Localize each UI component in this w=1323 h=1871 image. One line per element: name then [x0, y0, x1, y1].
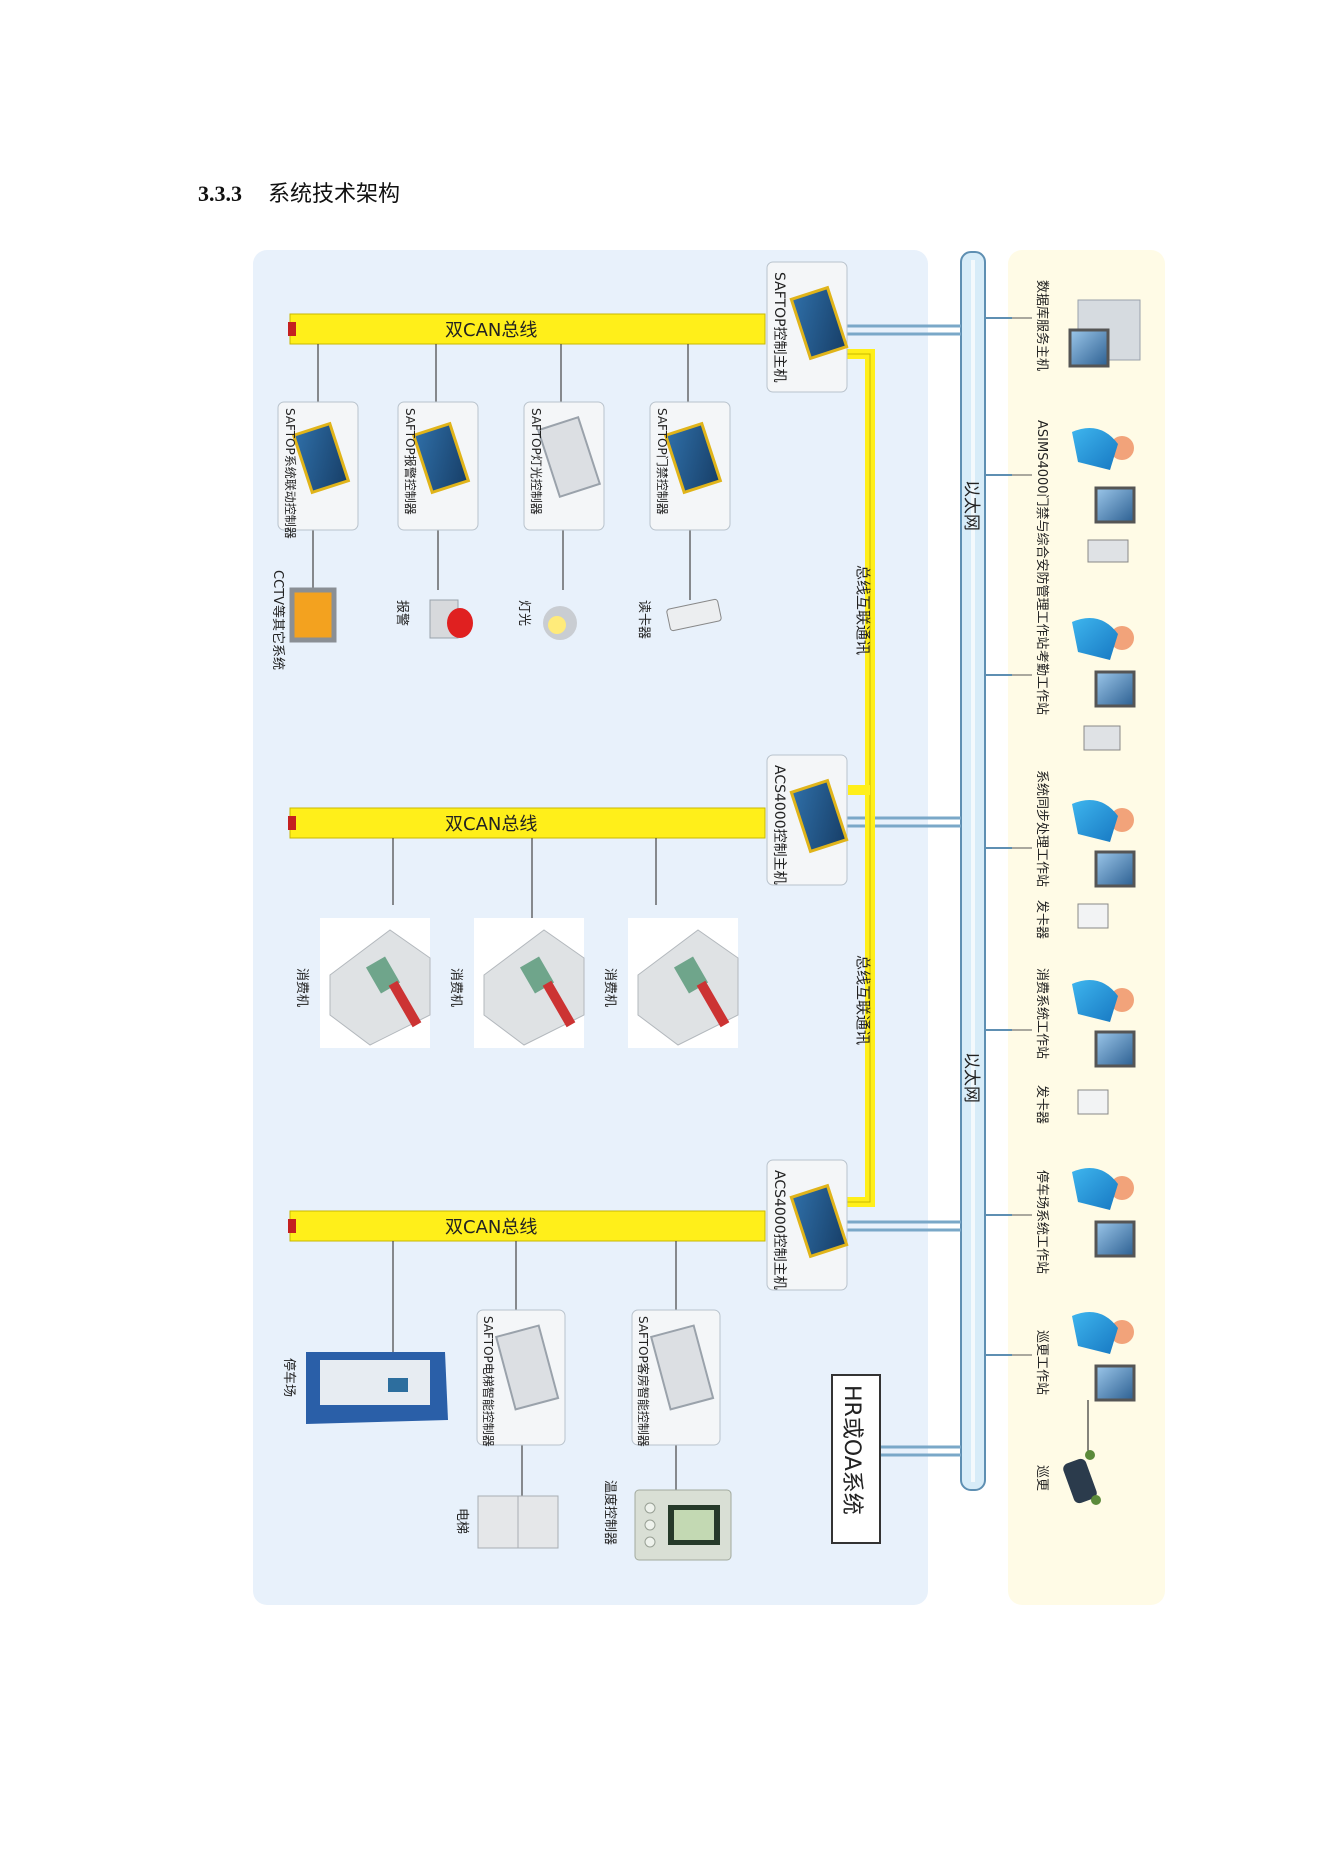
pos-label-3: 消费机: [602, 968, 617, 1007]
can-bus-1: 双CAN总线: [288, 313, 766, 345]
ws-patrol-label: 巡更工作站: [1034, 1330, 1049, 1395]
interconnect-label-1: 总线互联通讯: [854, 565, 872, 655]
host-label-2: ACS4000控制主机: [771, 765, 787, 885]
ws-consumption-label: 消费系统工作站: [1034, 968, 1049, 1059]
section-heading: 3.3.3 系统技术架构: [198, 176, 400, 208]
can-bus-3: 双CAN总线: [288, 1210, 766, 1242]
controller-door: SAFTOP门禁控制器: [649, 401, 731, 531]
host-ethernet-links: [845, 324, 961, 1457]
pos-label-2: 消费机: [448, 968, 463, 1007]
controller-elevator-label: SAFTOP电梯智能控制器: [481, 1316, 496, 1447]
section-number: 3.3.3: [198, 181, 242, 206]
ws-database-server: 数据库服务主机: [1034, 280, 1141, 371]
controller-alarm-label: SAFTOP报警控制器: [403, 408, 418, 515]
ws-patrol-device-label: 巡更: [1034, 1465, 1049, 1491]
ethernet-label-bottom: 以太网: [961, 1052, 981, 1103]
hr-oa-label: HR或OA系统: [839, 1385, 864, 1515]
ws-consumption-card-label: 发卡器: [1034, 1085, 1050, 1124]
bus-label-1: 双CAN总线: [445, 320, 537, 341]
bus-label-2: 双CAN总线: [445, 814, 537, 835]
host-label-1: SAFTOP控制主机: [771, 272, 787, 383]
main-panel: [253, 250, 928, 1605]
section-title: 系统技术架构: [268, 182, 401, 207]
parking-label: 停车场: [281, 1358, 297, 1397]
ws-sync-card-label: 发卡器: [1034, 900, 1050, 939]
temperature-controller: 温度控制器: [602, 1480, 732, 1561]
cctv-label: CCTV等其它系统: [270, 570, 286, 670]
pos-label-1: 消费机: [294, 968, 309, 1007]
ws-parking-label: 停车场系统工作站: [1034, 1170, 1050, 1274]
controller-room: SAFTOP客房智能控制器: [631, 1309, 721, 1447]
ws-sync: 系统同步处理工作站 发卡器: [1034, 770, 1136, 939]
light-label: 灯光: [516, 600, 531, 626]
controller-linkage-label: SAFTOP系统联动控制器: [283, 408, 297, 539]
can-bus-2: 双CAN总线: [288, 807, 766, 839]
pos-machine-2: 消费机: [448, 918, 585, 1048]
parking-terminal: 停车场: [281, 1352, 448, 1424]
ws-parking: 停车场系统工作站: [1034, 1168, 1136, 1274]
ws-asims-label: ASIMS4000门禁与综合安防管理工作站: [1034, 420, 1050, 650]
pos-machine-3: 消费机: [602, 918, 739, 1048]
alarm-siren: 报警: [394, 599, 473, 639]
controller-door-label: SAFTOP门禁控制器: [655, 408, 670, 515]
controller-alarm: SAFTOP报警控制器: [397, 401, 479, 531]
host-2: ACS4000控制主机: [766, 754, 849, 886]
ws-attendance: 考勤工作站: [1034, 618, 1136, 751]
elevator-device: 电梯: [454, 1495, 559, 1549]
controller-linkage: SAFTOP系统联动控制器: [277, 401, 359, 539]
pos-machine-1: 消费机: [294, 918, 431, 1048]
temperature-label: 温度控制器: [602, 1480, 618, 1545]
card-reader: 读卡器: [636, 598, 722, 639]
ethernet-label-top: 以太网: [961, 480, 981, 531]
ws-asims: ASIMS4000门禁与综合安防管理工作站: [1034, 420, 1136, 650]
bus-label-3: 双CAN总线: [445, 1217, 537, 1238]
controller-light: SAFTOP灯光控制器: [523, 401, 605, 531]
ws-patrol: 巡更工作站 巡更: [1034, 1312, 1136, 1505]
controller-room-label: SAFTOP客房智能控制器: [636, 1316, 651, 1447]
host-label-3: ACS4000控制主机: [771, 1170, 787, 1290]
controller-elevator: SAFTOP电梯智能控制器: [476, 1309, 566, 1447]
ws-database-label: 数据库服务主机: [1034, 280, 1050, 371]
host-3: ACS4000控制主机: [766, 1159, 849, 1291]
interconnect-label-2: 总线互联通讯: [854, 955, 872, 1045]
card-reader-label: 读卡器: [636, 600, 651, 639]
light-fixture: 灯光: [516, 600, 577, 640]
cctv-monitor: CCTV等其它系统: [270, 570, 337, 670]
ws-sync-label: 系统同步处理工作站: [1034, 770, 1049, 887]
ws-consumption: 消费系统工作站 发卡器: [1034, 968, 1136, 1124]
elevator-label: 电梯: [454, 1508, 469, 1534]
ethernet-branches: [985, 317, 1012, 1356]
host-1: SAFTOP控制主机: [766, 261, 849, 393]
group1-drop-lines: [312, 344, 691, 600]
controller-light-label: SAFTOP灯光控制器: [529, 408, 543, 515]
group2-drop-lines: [392, 838, 657, 918]
workstation-links: [1012, 317, 1032, 1356]
alarm-label: 报警: [394, 600, 410, 626]
hr-oa-system-box: HR或OA系统: [831, 1374, 881, 1544]
ws-attendance-label: 考勤工作站: [1034, 650, 1049, 715]
